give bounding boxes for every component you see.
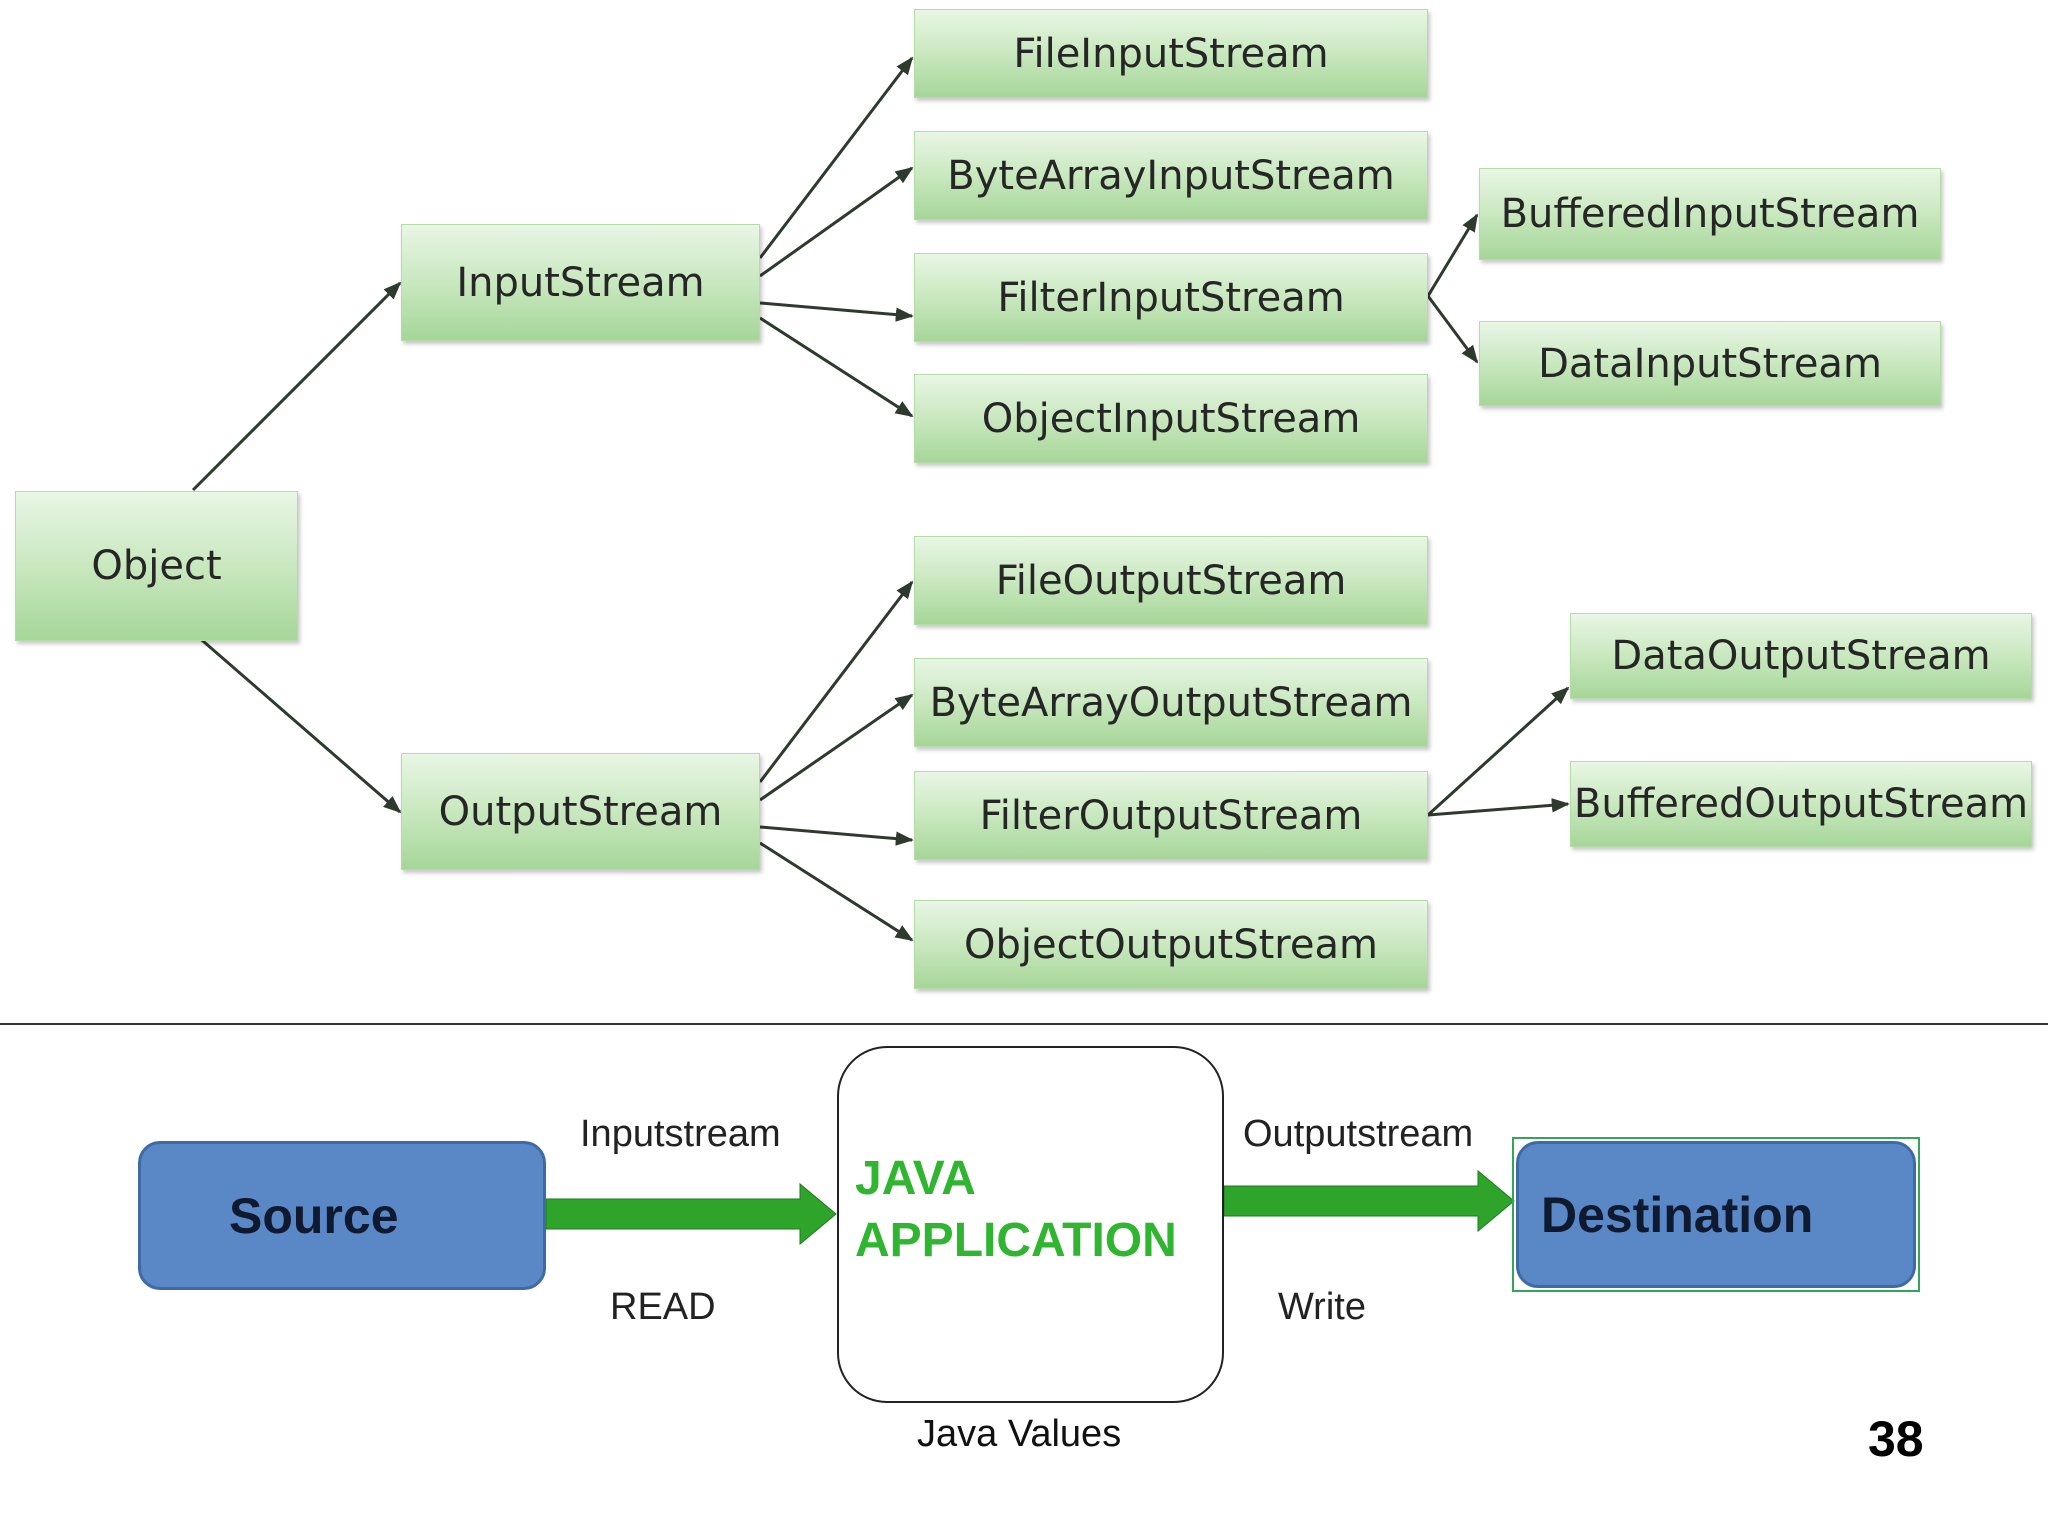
read-label: READ [610,1286,716,1328]
inputstream-label: Inputstream [580,1113,781,1155]
arrow-object-to-inputstream [191,281,402,492]
arrow-outputstream-to-bytearrayoutputstream [759,693,914,802]
page-number: 38 [1868,1411,1924,1467]
node-bytearrayinputstream: ByteArrayInputStream [914,131,1428,220]
destination-selection-outline [1512,1137,1920,1292]
arrow-filterinputstream-to-bufferedinputstream [1426,213,1479,297]
java-application-box: JAVA APPLICATION [837,1046,1224,1403]
node-fileoutputstream: FileOutputStream [914,536,1428,625]
node-outputstream: OutputStream [401,753,760,870]
node-filterinputstream: FilterInputStream [914,253,1428,342]
node-datainputstream: DataInputStream [1479,321,1941,406]
java-title-line1: JAVA [855,1152,976,1205]
node-fileinputstream: FileInputStream [914,9,1428,98]
arrow-inputstream-to-filterinputstream [759,301,914,322]
arrow-filteroutputstream-to-bufferedoutputstream [1427,798,1570,817]
arrow-filterinputstream-to-datainputstream [1426,295,1479,364]
arrow-outputstream-to-fileoutputstream [758,580,914,783]
node-filteroutputstream: FilterOutputStream [914,771,1428,860]
node-object: Object [15,491,298,641]
section-divider [0,1023,2048,1025]
destination-box: Destination [1516,1141,1916,1288]
arrow-inputstream-to-bytearrayinputstream [759,166,914,278]
arrow-filteroutputstream-to-dataoutputstream [1426,686,1570,817]
arrow-object-to-outputstream [195,633,402,814]
node-objectinputstream: ObjectInputStream [914,374,1428,463]
java-title-line2: APPLICATION [855,1214,1177,1267]
write-label: Write [1278,1286,1366,1328]
outputstream-label: Outputstream [1243,1113,1474,1155]
node-dataoutputstream: DataOutputStream [1570,613,2032,699]
arrow-outputstream-to-filteroutputstream [759,825,914,846]
java-values-label: Java Values [917,1413,1122,1455]
node-bytearrayoutputstream: ByteArrayOutputStream [914,658,1428,747]
node-inputstream: InputStream [401,224,760,341]
node-bufferedinputstream: BufferedInputStream [1479,168,1941,260]
destination-label: Destination [1541,1186,1814,1243]
source-box: Source [138,1141,546,1290]
arrow-outputstream-to-objectoutputstream [759,841,914,942]
source-label: Source [229,1187,399,1244]
outputstream-flow-arrow [1223,1169,1515,1233]
java-application-title: JAVA APPLICATION [855,1148,1177,1272]
arrow-inputstream-to-objectinputstream [759,316,914,418]
inputstream-flow-arrow [545,1182,837,1246]
node-bufferedoutputstream: BufferedOutputStream [1570,761,2032,847]
arrow-inputstream-to-fileinputstream [758,56,914,259]
node-objectoutputstream: ObjectOutputStream [914,900,1428,989]
